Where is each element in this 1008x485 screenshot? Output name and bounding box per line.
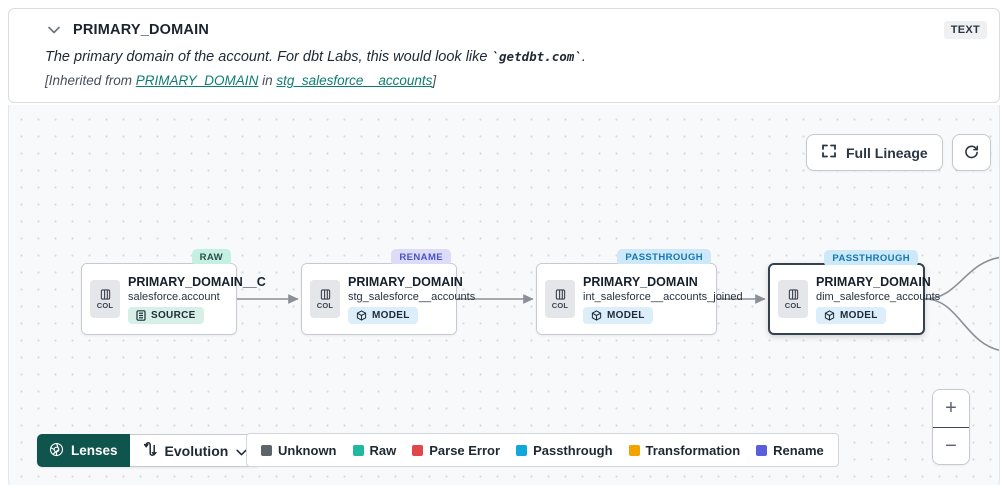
- column-chip: COL: [778, 280, 808, 318]
- legend-swatch: [261, 444, 272, 456]
- description-text: The primary domain of the account. For d…: [45, 49, 492, 65]
- legend-swatch: [628, 444, 640, 456]
- inherited-prefix: [Inherited from: [45, 73, 136, 88]
- node-body: COL PRIMARY_DOMAIN stg_salesforce__accou…: [302, 264, 475, 334]
- columns-icon: [320, 288, 330, 300]
- lenses-label: Lenses: [71, 443, 118, 458]
- node-column-name: PRIMARY_DOMAIN__C: [128, 274, 266, 289]
- node-badge: PASSTHROUGH: [824, 250, 918, 268]
- resource-tag-model: MODEL: [816, 306, 886, 324]
- node-text: PRIMARY_DOMAIN int_salesforce__accounts_…: [583, 274, 743, 324]
- model-icon: [824, 309, 835, 321]
- resource-tag-model: MODEL: [583, 306, 653, 324]
- col-chip-label: COL: [96, 300, 114, 310]
- legend-swatch: [756, 444, 768, 456]
- model-icon: [356, 309, 367, 321]
- model-icon: [591, 309, 602, 321]
- zoom-controls: + −: [932, 389, 970, 465]
- column-chip: COL: [310, 280, 340, 318]
- node-column-name: PRIMARY_DOMAIN: [583, 274, 698, 289]
- lens-controls: Lenses Evolution: [37, 434, 261, 467]
- resource-tag-label: SOURCE: [151, 309, 196, 321]
- node-column-name: PRIMARY_DOMAIN: [816, 274, 931, 289]
- description-code: `getdbt.com`: [491, 49, 582, 64]
- zoom-out-button[interactable]: −: [933, 427, 969, 464]
- lens-select-dropdown[interactable]: Evolution: [129, 434, 261, 467]
- node-model-name: int_salesforce__accounts_joined: [583, 290, 743, 303]
- node-body: COL PRIMARY_DOMAIN dim_salesforce_accoun…: [770, 265, 940, 333]
- column-details-card: PRIMARY_DOMAIN TEXT The primary domain o…: [8, 8, 1000, 103]
- lens-aperture-icon: [49, 442, 64, 460]
- legend-item-raw: Raw: [352, 443, 396, 458]
- resource-tag-label: MODEL: [607, 309, 645, 321]
- column-header-row: PRIMARY_DOMAIN TEXT: [23, 21, 987, 39]
- legend-item-unknown: Unknown: [261, 443, 337, 458]
- node-text: PRIMARY_DOMAIN dim_salesforce_accounts M…: [816, 275, 940, 324]
- legend-swatch: [352, 444, 364, 456]
- evolution-route-icon: [142, 441, 157, 461]
- evolution-legend: Unknown Raw Parse Error Passthrough Tran…: [246, 433, 839, 467]
- columns-icon: [100, 288, 110, 300]
- columns-icon: [555, 288, 565, 300]
- legend-swatch: [516, 444, 528, 456]
- lineage-node-staging[interactable]: RENAME COL PRIMARY_DOMAIN stg_salesforce…: [301, 249, 475, 335]
- inherited-column-link[interactable]: PRIMARY_DOMAIN: [135, 73, 259, 88]
- node-model-name: salesforce.account: [128, 290, 220, 303]
- node-column-name: PRIMARY_DOMAIN: [348, 274, 463, 289]
- column-chip: COL: [545, 280, 575, 318]
- resource-tag-model: MODEL: [348, 306, 418, 324]
- expand-icon: [821, 143, 837, 162]
- selected-lens-label: Evolution: [164, 442, 229, 459]
- col-chip-label: COL: [784, 300, 802, 310]
- node-badge: RAW: [191, 249, 231, 267]
- node-body: COL PRIMARY_DOMAIN__C salesforce.account…: [82, 264, 266, 334]
- refresh-icon: [963, 143, 980, 163]
- lineage-node-source[interactable]: RAW COL PRIMARY_DOMAIN__C salesforce.acc…: [81, 249, 266, 335]
- lenses-button[interactable]: Lenses: [37, 434, 130, 467]
- lineage-node-intermediate[interactable]: PASSTHROUGH COL PRIMARY_DOMAIN int_sales…: [536, 249, 743, 335]
- resource-tag-source: SOURCE: [128, 306, 204, 324]
- collapse-chevron-icon[interactable]: [45, 21, 63, 39]
- node-text: PRIMARY_DOMAIN stg_salesforce__accounts …: [348, 275, 475, 324]
- legend-item-parse-error: Parse Error: [412, 443, 500, 458]
- node-body: COL PRIMARY_DOMAIN int_salesforce__accou…: [537, 264, 743, 334]
- inherited-from-line: [Inherited from PRIMARY_DOMAIN in stg_sa…: [23, 73, 985, 88]
- col-chip-label: COL: [316, 300, 334, 310]
- full-lineage-label: Full Lineage: [846, 144, 928, 161]
- legend-item-transformation: Transformation: [628, 443, 740, 458]
- lineage-canvas[interactable]: Full Lineage RAW COL PRIMA: [8, 105, 1000, 485]
- description-period: .: [581, 49, 586, 65]
- node-text: PRIMARY_DOMAIN__C salesforce.account SOU…: [128, 275, 266, 324]
- chevron-down-icon: [236, 443, 247, 459]
- col-chip-label: COL: [551, 300, 569, 310]
- column-title: PRIMARY_DOMAIN: [73, 22, 209, 38]
- columns-icon: [788, 288, 798, 300]
- resource-tag-label: MODEL: [372, 309, 410, 321]
- legend-item-passthrough: Passthrough: [516, 443, 613, 458]
- lineage-node-dim-selected[interactable]: PASSTHROUGH COL PRIMARY_DOMAIN dim_sales…: [768, 250, 940, 335]
- legend-swatch: [412, 444, 424, 456]
- column-description: The primary domain of the account. For d…: [23, 49, 985, 65]
- inherited-model-link[interactable]: stg_salesforce__accounts: [276, 73, 433, 88]
- legend-item-rename: Rename: [756, 443, 824, 458]
- node-model-name: dim_salesforce_accounts: [816, 290, 941, 303]
- full-lineage-button[interactable]: Full Lineage: [806, 134, 943, 171]
- refresh-button[interactable]: [951, 134, 991, 171]
- inherited-middle: in: [258, 73, 277, 88]
- source-icon: [136, 309, 146, 321]
- canvas-toolbar: Full Lineage: [806, 134, 991, 171]
- resource-tag-label: MODEL: [840, 309, 878, 321]
- node-model-name: stg_salesforce__accounts: [348, 290, 476, 303]
- zoom-in-button[interactable]: +: [933, 390, 969, 427]
- inherited-suffix: ]: [432, 73, 437, 88]
- node-badge: PASSTHROUGH: [617, 249, 711, 267]
- column-type-badge: TEXT: [943, 21, 987, 39]
- node-badge: RENAME: [391, 249, 451, 267]
- column-chip: COL: [90, 280, 120, 318]
